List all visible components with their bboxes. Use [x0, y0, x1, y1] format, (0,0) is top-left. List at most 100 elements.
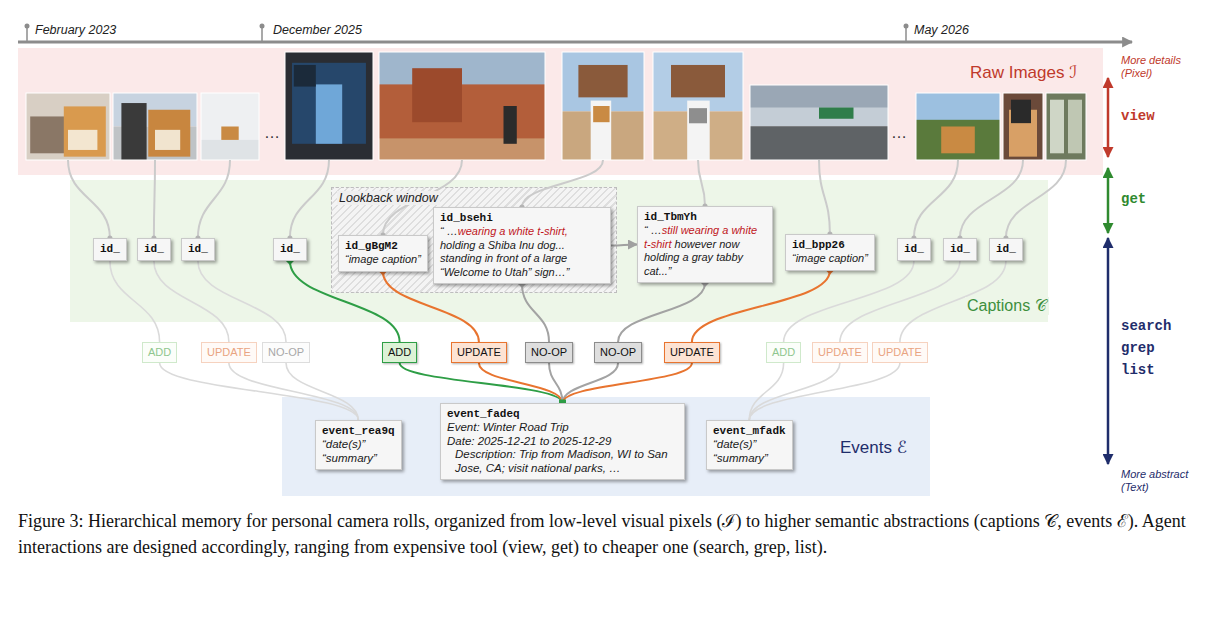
tool-name: get [1121, 191, 1146, 207]
lookback-window: Lookback windowid_gBgM2“image caption”id… [331, 187, 617, 293]
photo-region [750, 126, 888, 160]
photo-region [113, 93, 197, 127]
caption-text-part: wearing a white t-shirt, [458, 225, 568, 237]
photo-region [504, 106, 517, 144]
photo-frame [285, 52, 373, 160]
photo-region [148, 110, 190, 157]
timeline-pin [26, 26, 28, 42]
photo-region [653, 111, 743, 160]
photo-region [562, 52, 644, 111]
photo-region [412, 68, 462, 122]
photo-region [26, 93, 110, 160]
photo-region [1068, 100, 1082, 154]
caption-box: id_ [273, 238, 307, 261]
item-text: Date: 2025-12-21 to 2025-12-29 [447, 435, 678, 449]
item-id: id_ [996, 242, 1016, 256]
item-text: “ …still wearing a white t-shirt however… [644, 224, 766, 278]
operation-box: NO-OP [594, 342, 642, 363]
leader-dot [380, 233, 385, 238]
caption-box: id_gBgM2“image caption” [338, 235, 428, 272]
photo-region [591, 101, 612, 160]
photo-region [155, 130, 180, 150]
photo-region [653, 52, 743, 111]
connector [900, 261, 1006, 342]
photo-thumbnail [26, 93, 110, 160]
window-label: Lookback window [337, 191, 440, 205]
photo-frame [750, 85, 888, 160]
photo-region [1003, 93, 1043, 160]
operation-box: UPDATE [664, 342, 720, 363]
connector [286, 363, 358, 420]
photo-frame [113, 93, 197, 160]
operation-label: NO-OP [531, 346, 567, 359]
operation-label: NO-OP [600, 346, 636, 359]
operation-box: NO-OP [525, 342, 573, 363]
connector [400, 363, 563, 403]
timeline-pin [261, 26, 263, 42]
leader-dot [151, 236, 156, 241]
scale-note: More details (Pixel) [1121, 54, 1201, 80]
connector [229, 363, 358, 420]
connector [198, 261, 286, 342]
photo-thumbnail [285, 52, 373, 160]
connector [563, 363, 692, 403]
item-text: “summary” [713, 452, 786, 466]
caption-box: id_ [137, 238, 171, 261]
photo-region [379, 84, 545, 160]
leader-dot [911, 236, 916, 241]
leader-dot [195, 236, 200, 241]
item-id: id_ [280, 242, 300, 256]
photo-thumbnail [113, 93, 197, 160]
photo-region [316, 84, 342, 143]
scale-arrow [1107, 168, 1110, 233]
connector [383, 272, 479, 343]
leader-dot [287, 236, 292, 241]
photo-region [689, 108, 707, 123]
photo-region [294, 65, 316, 87]
operation-box: UPDATE [872, 342, 928, 363]
connector [290, 261, 400, 342]
band-label: Raw Images ℐ [968, 62, 1079, 83]
photo-region [379, 52, 545, 101]
photo-region [671, 65, 725, 97]
operation-label: UPDATE [207, 346, 251, 359]
tool-name: grep [1121, 340, 1155, 356]
operation-box: ADD [766, 342, 801, 363]
caption-text-part: “ … [644, 224, 662, 236]
photo-region [750, 85, 888, 126]
photo-region [30, 116, 68, 153]
connector [749, 363, 783, 420]
photo-region [113, 127, 197, 161]
photo-region [578, 65, 627, 97]
connector [110, 261, 160, 342]
ellipsis: … [264, 124, 280, 142]
operation-label: NO-OP [268, 346, 304, 359]
connector [749, 363, 840, 420]
timeline-date: December 2025 [273, 23, 362, 37]
leader-line [290, 160, 329, 238]
item-id: event_mfadk [713, 424, 786, 438]
connector [611, 245, 637, 246]
memory-band: Captions 𝒞id_id_id_id_Lookback windowid_… [70, 180, 1048, 322]
caption-box: id_ [897, 238, 931, 261]
connector [522, 284, 549, 342]
leader-line [698, 160, 705, 206]
leader-line [522, 160, 603, 207]
memory-band: Events ℰevent_rea9q“date(s)”“summary”eve… [282, 397, 930, 496]
leader-line [960, 160, 1023, 238]
leader-line [1006, 160, 1066, 238]
photo-frame [916, 93, 1000, 160]
photo-region [201, 93, 259, 160]
connector-diamond [286, 257, 294, 265]
timeline-date: May 2026 [914, 23, 969, 37]
leader-dot [957, 236, 962, 241]
timeline-axis [18, 41, 1132, 44]
operation-label: UPDATE [878, 346, 922, 359]
caption-box: id_ [943, 238, 977, 261]
photo-thumbnail [750, 85, 888, 160]
photo-region [201, 140, 259, 160]
photo-thumbnail [379, 52, 545, 160]
leader-dot [520, 205, 525, 210]
photo-thumbnail [1046, 93, 1086, 160]
operation-box: UPDATE [201, 342, 257, 363]
